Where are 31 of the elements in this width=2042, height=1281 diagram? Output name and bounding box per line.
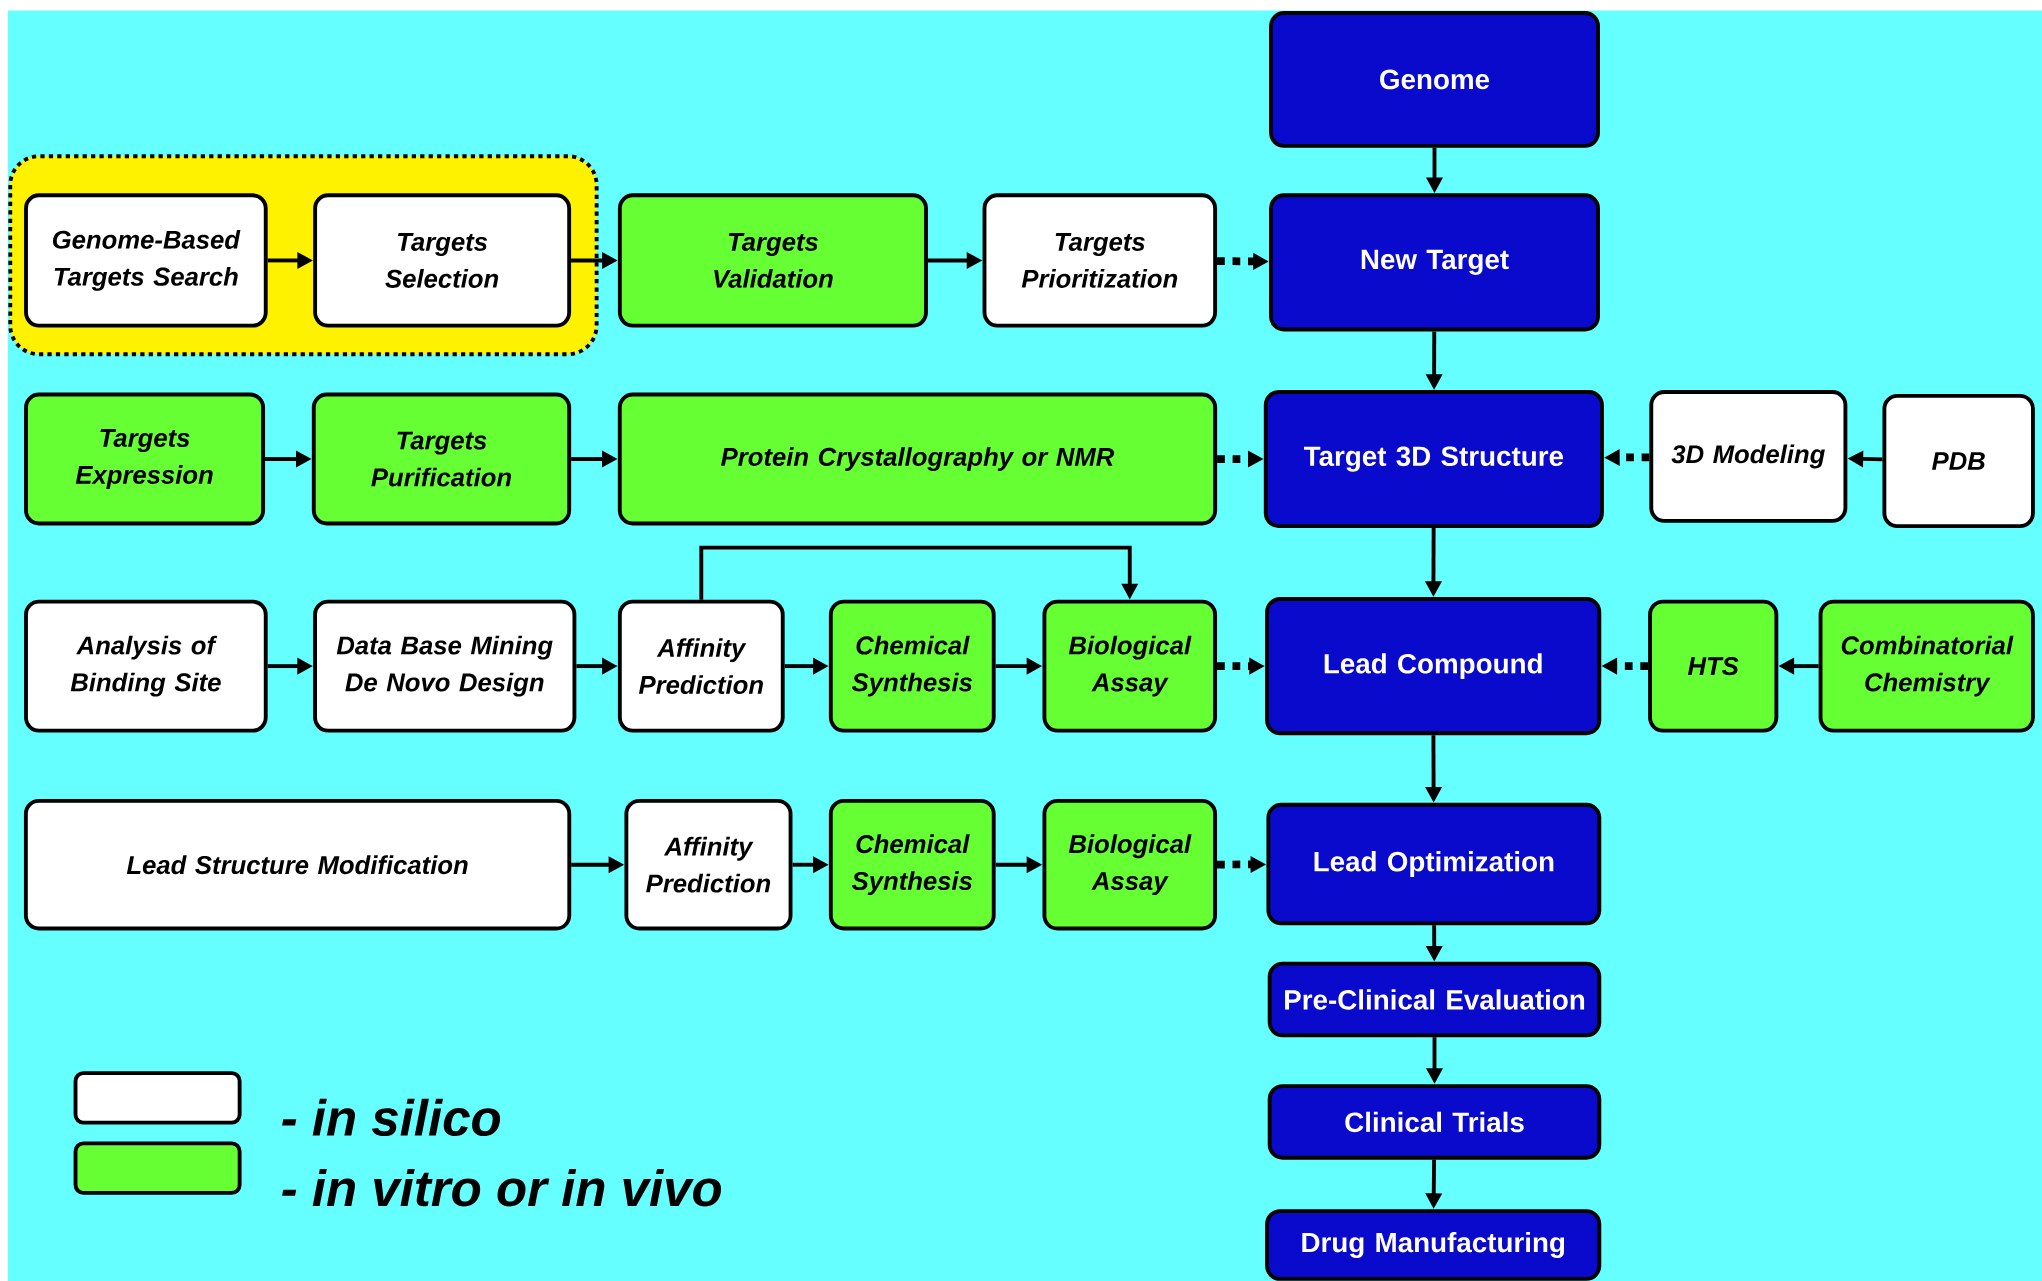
- process-box: Targets Prioritization: [982, 193, 1218, 328]
- process-box: Chemical Synthesis: [828, 599, 996, 733]
- process-box: HTS: [1648, 599, 1779, 733]
- stage-box: Lead Compound: [1265, 596, 1602, 735]
- process-box: Targets Selection: [313, 193, 572, 328]
- process-box: Combinatorial Chemistry: [1818, 599, 2035, 733]
- legend-text: - in silico: [282, 1098, 501, 1136]
- process-box: Targets Purification: [311, 392, 572, 526]
- stage-box: Pre-Clinical Evaluation: [1267, 961, 1602, 1038]
- legend-text: - in vitro or in vivo: [282, 1168, 722, 1207]
- process-box: Targets Expression: [24, 392, 266, 526]
- stage-box: Target 3D Structure: [1263, 389, 1604, 528]
- process-box: Biological Assay: [1042, 798, 1218, 931]
- process-box: Lead Structure Modification: [23, 798, 572, 931]
- arrow: [699, 545, 1139, 600]
- stage-box: Lead Optimization: [1266, 802, 1602, 926]
- stage-box: Genome: [1269, 10, 1600, 148]
- process-box: Chemical Synthesis: [828, 798, 996, 931]
- process-box: Affinity Prediction: [617, 599, 785, 733]
- stage-box: Drug Manufacturing: [1265, 1208, 1602, 1281]
- process-box: Protein Crystallography or NMR: [617, 392, 1218, 526]
- process-box: Biological Assay: [1042, 599, 1218, 733]
- process-box: Targets Validation: [617, 193, 928, 328]
- process-box: Analysis of Binding Site: [24, 599, 268, 733]
- process-box: Data Base Mining De Novo Design: [313, 599, 577, 733]
- process-box: PDB: [1882, 393, 2035, 528]
- stage-box: New Target: [1269, 193, 1600, 332]
- process-box: 3D Modeling: [1649, 389, 1848, 523]
- process-box: Affinity Prediction: [624, 798, 793, 931]
- stage-box: Clinical Trials: [1267, 1083, 1602, 1160]
- process-box: Genome-Based Targets Search: [24, 193, 268, 328]
